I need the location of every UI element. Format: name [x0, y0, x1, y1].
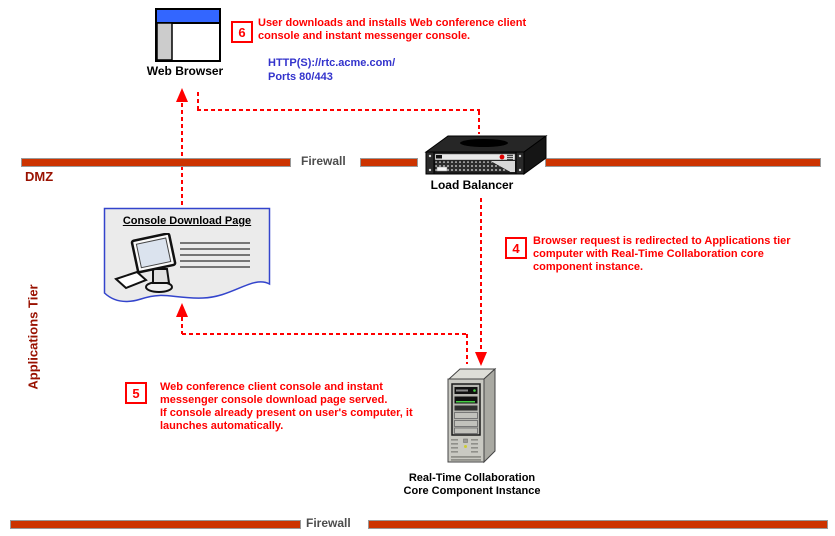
step-5-badge: 5: [125, 382, 147, 404]
web-browser-label: Web Browser: [146, 64, 224, 78]
text-line: [180, 266, 250, 268]
firewall-bottom-label: Firewall: [306, 516, 351, 530]
load-balancer-icon: [424, 135, 548, 175]
server-tower-icon: [447, 367, 497, 464]
firewall-top-bar-right: [545, 158, 821, 167]
firewall-top-label: Firewall: [301, 154, 346, 168]
text-line: [180, 248, 250, 250]
step-5-text: Web conference client console and instan…: [160, 381, 413, 432]
firewall-bottom-bar-right: [368, 520, 828, 529]
connection-url-block: HTTP(S)://rtc.acme.com/ Ports 80/443: [268, 56, 395, 84]
text-line: [180, 254, 250, 256]
rtc-server-label: Real-Time Collaboration Core Component I…: [403, 472, 541, 497]
arrow-server-to-page-segment-3: [181, 317, 183, 334]
desktop-computer-icon: [114, 233, 177, 293]
arrow-browser-to-lb-segment-3: [478, 111, 480, 134]
firewall-top-bar-mid: [360, 158, 418, 167]
arrow-server-to-page-head: [176, 303, 188, 317]
applications-tier-zone-label: Applications Tier: [25, 284, 41, 390]
dmz-zone-label: DMZ: [25, 169, 54, 184]
rtc-server-node: [445, 366, 497, 471]
load-balancer-label: Load Balancer: [430, 178, 514, 192]
step-4-badge: 4: [505, 237, 527, 259]
firewall-bottom-bar-left: [10, 520, 301, 529]
step-6-text: User downloads and installs Web conferen…: [258, 17, 527, 42]
arrow-page-to-browser-line: [181, 103, 183, 205]
console-page-title: Console Download Page: [122, 215, 252, 227]
console-download-page-node: Console Download Page: [103, 207, 271, 307]
step-6-badge: 6: [231, 21, 253, 43]
arrow-browser-to-lb-segment-2: [197, 109, 480, 111]
load-balancer-node: [418, 128, 548, 181]
arrow-lb-to-server-head: [475, 352, 487, 366]
firewall-top-bar-left: [21, 158, 291, 167]
arrow-browser-to-lb-segment-1: [197, 92, 199, 110]
web-browser-node: [155, 8, 221, 67]
arrow-page-to-browser-head: [176, 88, 188, 102]
text-line: [180, 260, 250, 262]
browser-window-icon: [155, 8, 221, 62]
arrow-server-to-page-segment-2: [182, 333, 467, 335]
step-4-text: Browser request is redirected to Applica…: [533, 235, 791, 273]
connection-url-text: HTTP(S)://rtc.acme.com/: [268, 57, 396, 69]
arrow-lb-to-server-line: [480, 198, 482, 352]
connection-ports-text: Ports 80/443: [268, 71, 333, 83]
arrow-server-to-page-segment-1: [466, 334, 468, 364]
text-line: [180, 242, 250, 244]
